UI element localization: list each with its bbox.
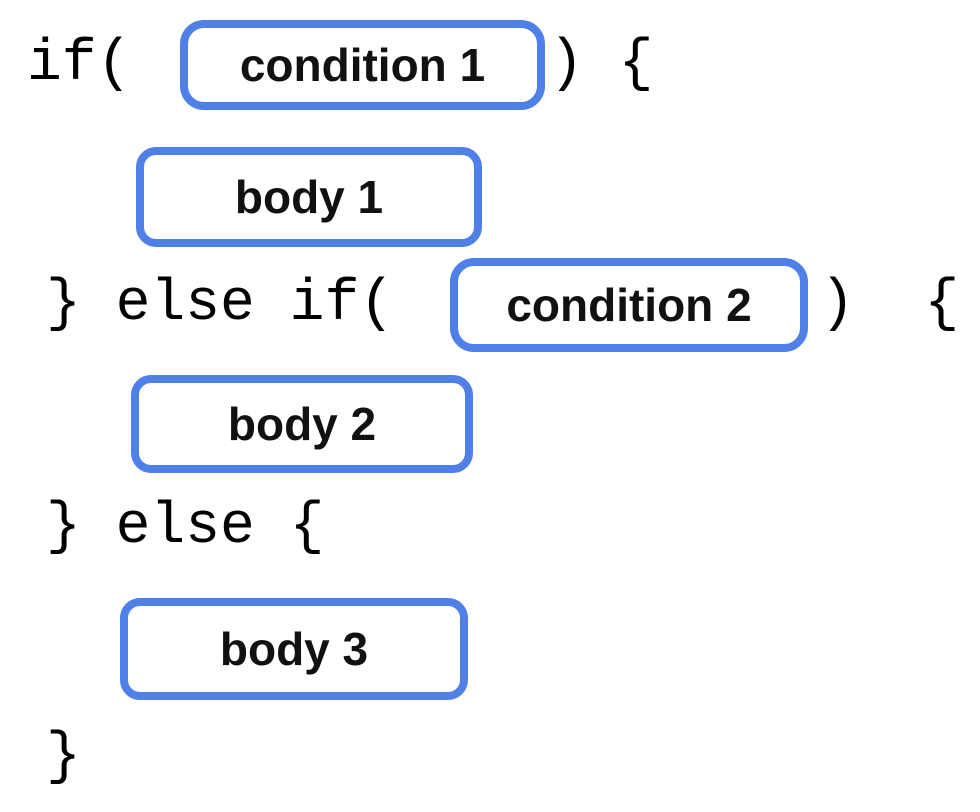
code-if-close: ) { [549,32,654,97]
condition-2-slot: condition 2 [450,258,808,352]
body-1-slot: body 1 [136,147,482,247]
body-3-slot: body 3 [120,598,468,700]
body-2-label: body 2 [227,398,377,450]
condition-1-label: condition 1 [239,39,486,91]
code-if-open: if( [27,32,132,97]
condition-2-label: condition 2 [506,279,752,331]
code-else-if-open: } else if( [46,272,395,337]
body-2-slot: body 2 [131,375,473,473]
body-3-label: body 3 [219,623,369,675]
code-else-line: } else { [46,495,325,560]
code-else-if-close: ) { [820,272,960,337]
body-1-label: body 1 [234,171,384,223]
condition-1-slot: condition 1 [180,20,545,110]
code-closing-brace: } [46,725,81,790]
